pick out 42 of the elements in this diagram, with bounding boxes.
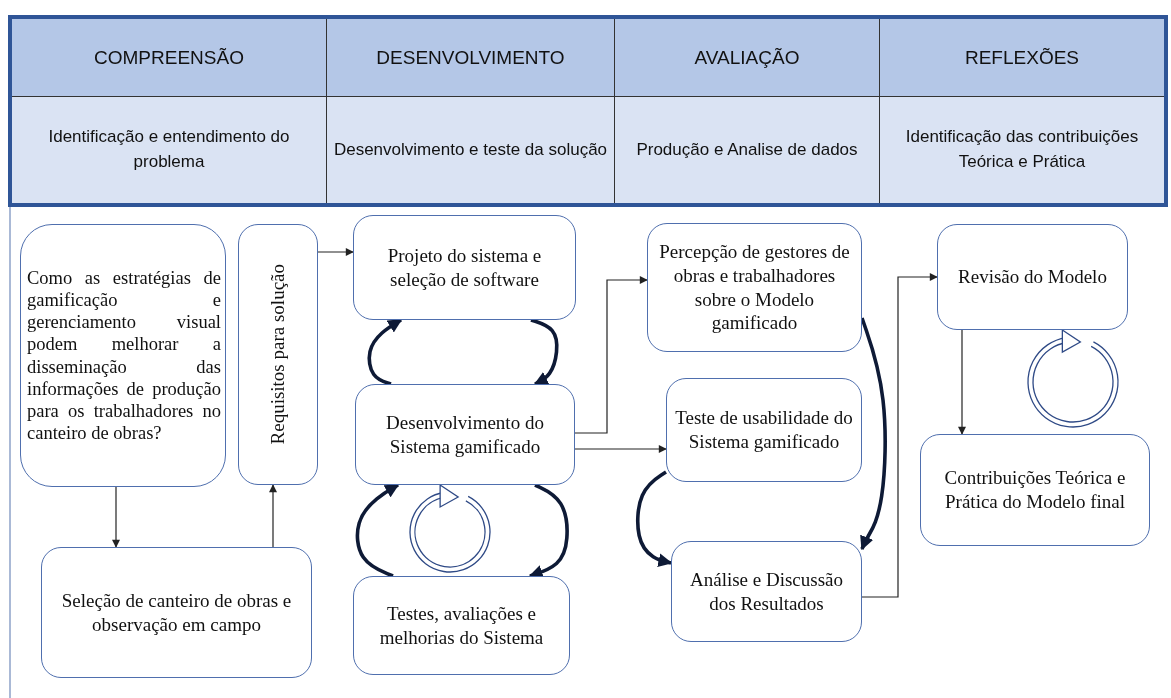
box-text: Análise e Discussão dos Resultados [689, 567, 844, 616]
phase-description: Identificação e entendimento do problema [12, 97, 327, 203]
arrow [355, 483, 400, 578]
arrow [574, 445, 667, 453]
arrow [367, 318, 403, 386]
phase-heading: DESENVOLVIMENTO [327, 19, 615, 97]
process-box [666, 378, 862, 482]
arrow [317, 248, 354, 256]
process-box [920, 434, 1150, 546]
process-box [355, 384, 575, 485]
box-text: Revisão do Modelo [958, 265, 1107, 289]
arrow [269, 484, 277, 548]
box-text: Projeto do sistema e seleção de software [386, 243, 543, 292]
arrow [530, 318, 559, 386]
process-box [238, 224, 318, 485]
box-text: Desenvolvimento do Sistema gamificado [385, 410, 545, 459]
process-box [41, 547, 312, 678]
phase-description: Identificação das contribuições Teórica e Prática [880, 97, 1164, 203]
phase-description: Desenvolvimento e teste da solução [327, 97, 615, 203]
phase-heading: COMPREENSÃO [12, 19, 327, 97]
arrow [958, 329, 966, 435]
phase-heading: AVALIAÇÃO [615, 19, 880, 97]
process-box [353, 576, 570, 675]
box-text: Como as estratégias de gamificação e gerenciamento visual podem melhorar a disseminação das informações de produção para os trabalhadores no canteiro de obras? [27, 266, 221, 445]
box-text: Testes, avaliações e melhorias do Sistema [378, 601, 545, 650]
box-text: Seleção de canteiro de obras e observação em campo [60, 588, 293, 637]
process-box [353, 215, 576, 320]
arrow [574, 276, 648, 434]
arrow [635, 470, 673, 568]
process-box [647, 223, 862, 352]
process-box [20, 224, 226, 487]
box-text: Requisitos para solução [266, 264, 290, 445]
arrow [112, 486, 120, 548]
box-text: Contribuições Teórica e Prática do Modelo final [943, 466, 1127, 514]
phase-description: Produção e Analise de dados [615, 97, 880, 203]
process-box [671, 541, 862, 642]
arrow [860, 317, 887, 551]
process-box [937, 224, 1128, 330]
phase-heading: REFLEXÕES [880, 19, 1164, 97]
arrow [861, 273, 938, 598]
box-text: Percepção de gestores de obras e trabalhadores sobre o Modelo gamificado [658, 240, 851, 335]
box-text: Teste de usabilidade do Sistema gamificado [674, 406, 854, 454]
